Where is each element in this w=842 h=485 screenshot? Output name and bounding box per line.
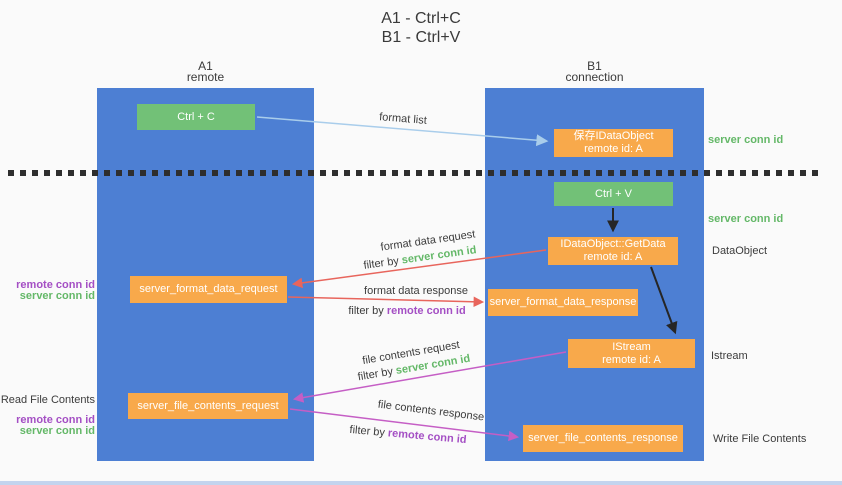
column-b-header: B1 connection xyxy=(485,59,704,84)
node-server-file-contents-request: server_file_contents_request xyxy=(128,393,288,419)
node-file-request-label: server_file_contents_request xyxy=(137,399,279,412)
label-format-data-response: format data response xyxy=(364,285,468,297)
label-format-response-filter: filter by remote conn id xyxy=(348,305,465,317)
right-label-istream: Istream xyxy=(711,350,748,362)
node-idataobject-getdata: IDataObject::GetData remote id: A xyxy=(548,237,678,265)
left-label-server-conn-id-2: server conn id xyxy=(19,425,95,437)
node-save-dataobject-line2: remote id: A xyxy=(584,143,643,155)
left-label-server-conn-id-1: server conn id xyxy=(19,290,95,302)
left-label-read-file-contents: Read File Contents xyxy=(0,394,95,406)
arrow-format-data-request xyxy=(291,249,547,289)
node-getdata-line1: IDataObject::GetData xyxy=(560,238,666,250)
right-label-server-conn-id-mid: server conn id xyxy=(708,213,784,225)
right-label-server-conn-id-top: server conn id xyxy=(708,134,784,146)
arrow-format-data-response xyxy=(287,296,485,308)
node-ctrl-c: Ctrl + C xyxy=(137,104,255,130)
filter-by-text: filter by xyxy=(348,305,384,317)
node-server-format-data-request: server_format_data_request xyxy=(130,276,287,303)
remote-conn-id-text: remote conn id xyxy=(386,305,466,317)
column-a-subtitle: remote xyxy=(186,70,225,84)
diagram-title: A1 - Ctrl+C B1 - Ctrl+V xyxy=(0,9,842,47)
node-ctrl-v: Ctrl + V xyxy=(554,182,673,206)
title-line-2: B1 - Ctrl+V xyxy=(381,29,461,46)
node-ctrl-v-label: Ctrl + V xyxy=(595,187,632,200)
node-format-response-label: server_format_data_response xyxy=(489,296,637,308)
arrow-file-contents-response xyxy=(289,408,520,442)
arrow-format-list xyxy=(256,116,549,147)
bottom-edge-strip xyxy=(0,481,842,485)
node-format-request-label: server_format_data_request xyxy=(139,283,278,295)
column-a-name: A1 xyxy=(198,59,213,73)
node-istream-line1: IStream xyxy=(612,340,651,353)
left-label-remote-conn-id-1: remote conn id xyxy=(16,279,95,291)
right-label-dataobject: DataObject xyxy=(712,245,768,257)
title-line-1: A1 - Ctrl+C xyxy=(381,10,461,27)
node-server-format-data-response: server_format_data_response xyxy=(488,289,638,316)
left-label-remote-conn-id-2: remote conn id xyxy=(16,414,95,426)
node-getdata-line2: remote id: A xyxy=(583,251,643,263)
column-b-subtitle: connection xyxy=(565,70,624,84)
node-server-file-contents-response: server_file_contents_response xyxy=(523,425,683,452)
right-label-write-file-contents: Write File Contents xyxy=(713,433,807,445)
node-ctrl-c-label: Ctrl + C xyxy=(177,110,215,123)
dotted-divider xyxy=(8,170,824,176)
column-b-name: B1 xyxy=(587,59,602,73)
node-save-dataobject: 保存IDataObject remote id: A xyxy=(554,129,673,157)
node-istream-line2: remote id: A xyxy=(602,353,661,366)
node-file-response-label: server_file_contents_response xyxy=(528,432,678,444)
arrow-file-contents-request xyxy=(292,351,567,403)
arrow-getdata-to-istream xyxy=(650,266,678,335)
node-save-dataobject-line1: 保存IDataObject xyxy=(573,130,654,142)
column-a-header: A1 remote xyxy=(97,59,314,84)
node-istream: IStream remote id: A xyxy=(568,339,695,368)
